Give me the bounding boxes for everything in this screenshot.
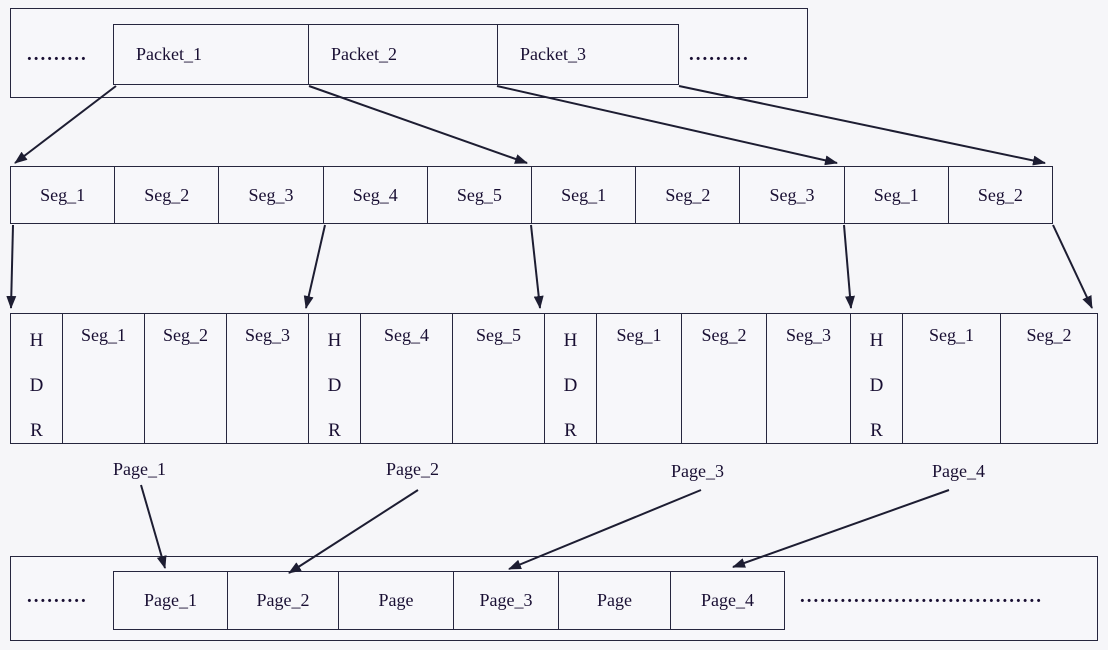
packet-3-box: Packet_3 (520, 44, 586, 64)
page-1-label: Page_1 (113, 459, 166, 479)
page-4-box: Page_4 (701, 590, 754, 610)
segment-cell: Seg_1 (532, 167, 637, 223)
segment-row: Seg_1 Seg_2 Seg_3 Seg_4 Seg_5 Seg_1 Seg_… (10, 166, 1053, 224)
page-segment-cell: Seg_2 (145, 314, 227, 443)
page-box: Page (559, 572, 671, 629)
page-1-box: Page_1 (114, 572, 228, 629)
page-segment-cell: Seg_1 (903, 314, 1001, 443)
page-box: Page (339, 572, 454, 629)
page-4-label: Page_4 (932, 461, 985, 481)
arrow-seg1b-to-page3 (530, 224, 544, 309)
page-boxes-row: Page_1 Page_2 Page Page_3 Page Page_4 (113, 571, 785, 630)
hdr-cell: H D R (309, 314, 361, 443)
packet-stream-right-ellipsis: ......... (689, 44, 750, 65)
packet-1-box: Packet_1 (114, 25, 309, 84)
arrow-seg1c-to-page4 (843, 224, 855, 309)
arrow-seg1-to-page1 (6, 224, 17, 309)
segment-cell: Seg_5 (428, 167, 533, 223)
page-content-row: H D R Seg_1 Seg_2 Seg_3 H D R Seg_4 Seg_… (10, 313, 1098, 444)
segment-cell: Seg_3 (740, 167, 845, 223)
page-segment-cell: Seg_3 (767, 314, 851, 443)
page-segment-cell: Seg_1 (597, 314, 682, 443)
page-stream-left-ellipsis: ......... (27, 586, 88, 607)
segment-cell: Seg_1 (11, 167, 116, 223)
packet-2-box: Packet_2 (309, 25, 498, 84)
page-2-box: Page_2 (228, 572, 339, 629)
packet-stream-left-ellipsis: ......... (27, 44, 88, 65)
page-stream-right-ellipsis: .................................... (800, 586, 1043, 607)
page-2-label: Page_2 (386, 459, 439, 479)
segment-cell: Seg_4 (324, 167, 428, 223)
page-3-box: Page_3 (454, 572, 559, 629)
page-segment-cell: Seg_3 (227, 314, 309, 443)
segment-cell: Seg_1 (845, 167, 949, 223)
page-segment-cell: Seg_1 (63, 314, 145, 443)
hdr-cell: H D R (11, 314, 63, 443)
page-3-label: Page_3 (671, 461, 724, 481)
segment-cell: Seg_2 (636, 167, 741, 223)
hdr-cell: H D R (545, 314, 597, 443)
arrow-seg4-to-page2 (303, 224, 326, 309)
packet-boxes-row: Packet_1 Packet_2 Packet_3 (113, 24, 679, 85)
hdr-cell: H D R (851, 314, 903, 443)
page-segment-cell: Seg_2 (1026, 325, 1072, 345)
arrow-segments-continuation (1052, 224, 1093, 309)
segment-cell: Seg_2 (977, 184, 1023, 205)
page-segment-cell: Seg_2 (682, 314, 767, 443)
segment-cell: Seg_3 (219, 167, 324, 223)
page-segment-cell: Seg_4 (361, 314, 453, 443)
segment-cell: Seg_2 (115, 167, 220, 223)
page-segment-cell: Seg_5 (453, 314, 545, 443)
